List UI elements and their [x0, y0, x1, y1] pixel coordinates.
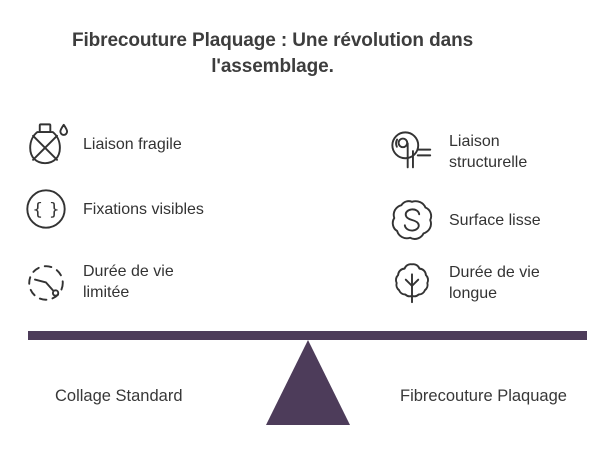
- fiber-seam-icon: [389, 129, 435, 175]
- glue-bottle-icon: [23, 121, 69, 167]
- feature-row-fixations-visibles: { } Fixations visibles: [23, 186, 204, 232]
- dashed-clock-icon: [23, 259, 69, 305]
- tree-icon: [389, 260, 435, 306]
- side-label-fibrecouture-plaquage: Fibrecouture Plaquage: [400, 387, 567, 405]
- feature-label: Durée de vie limitée: [83, 263, 174, 301]
- feature-row-surface-lisse: Surface lisse: [389, 197, 541, 243]
- side-label-collage-standard: Collage Standard: [55, 387, 183, 405]
- balance-beam: [28, 331, 587, 340]
- svg-text:{ }: { }: [32, 200, 59, 220]
- feature-label: Surface lisse: [449, 211, 541, 229]
- code-braces-icon: { }: [23, 186, 69, 232]
- page-title: Fibrecouture Plaquage : Une révolution d…: [71, 30, 474, 77]
- feature-label: Liaison fragile: [83, 135, 182, 153]
- feature-row-duree-limitee: Durée de vie limitée: [23, 259, 211, 305]
- feature-label: Liaison structurelle: [449, 133, 528, 171]
- feature-row-liaison-structurelle: Liaison structurelle: [389, 129, 577, 175]
- smooth-surface-icon: [389, 197, 435, 243]
- balance-fulcrum-triangle: [266, 340, 350, 425]
- feature-label: Durée de vie longue: [449, 264, 540, 302]
- feature-row-liaison-fragile: Liaison fragile: [23, 121, 182, 167]
- feature-label: Fixations visibles: [83, 200, 204, 218]
- feature-row-duree-longue: Durée de vie longue: [389, 260, 577, 306]
